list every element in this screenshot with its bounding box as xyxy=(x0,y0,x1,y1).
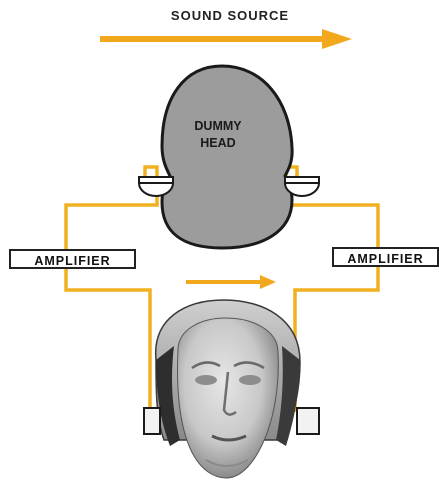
sound-source-arrow xyxy=(100,29,352,49)
left-amplifier-box: AMPLIFIER xyxy=(9,249,136,269)
listener-head xyxy=(155,299,301,479)
right-earphone-icon xyxy=(296,407,320,435)
listener-face xyxy=(177,317,279,479)
sound-source-label: SOUND SOURCE xyxy=(170,8,290,23)
perceived-direction-arrow xyxy=(186,275,276,289)
left-earphone-wire xyxy=(64,267,152,412)
left-microphone-icon xyxy=(137,176,175,197)
right-microphone-icon xyxy=(283,176,321,197)
dummy-head-label: DUMMY HEAD xyxy=(194,119,242,150)
right-earphone-wire xyxy=(293,265,380,412)
left-earphone-icon xyxy=(143,407,161,435)
right-amplifier-box: AMPLIFIER xyxy=(332,247,439,267)
dummy-head-shape xyxy=(160,64,294,250)
